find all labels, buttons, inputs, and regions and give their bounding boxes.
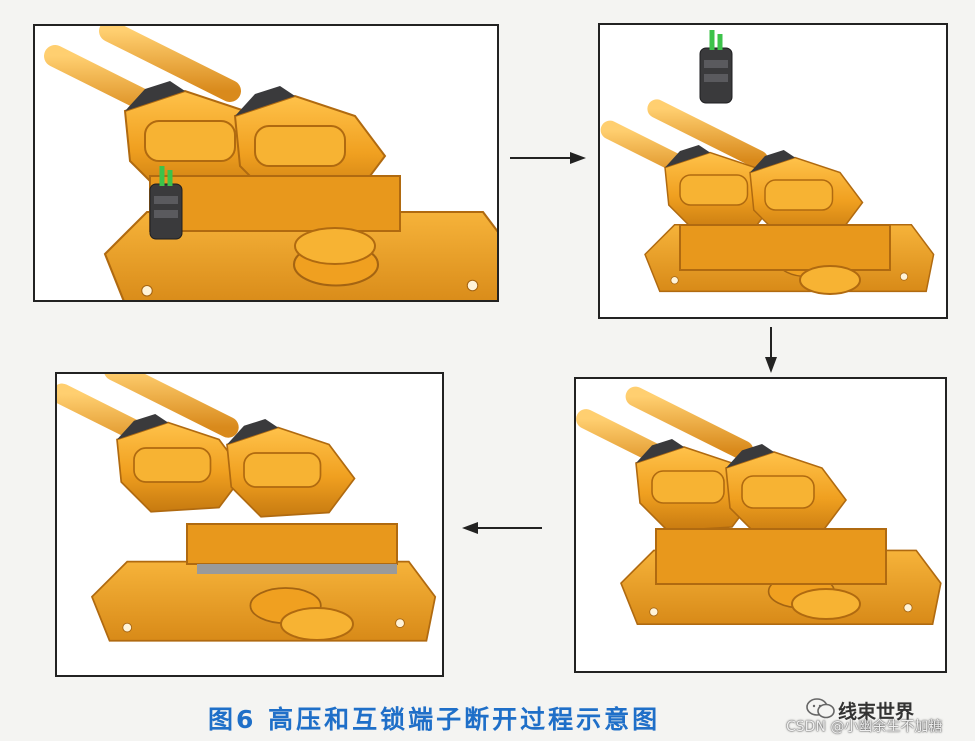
step1-connected-panel <box>33 24 499 302</box>
plug-body <box>186 523 398 565</box>
interlock-plug <box>700 30 732 103</box>
wechat-icon <box>806 698 835 719</box>
hv-plug-right <box>725 443 847 537</box>
brand-name: 线束世界 <box>838 701 915 723</box>
step3-lifting-panel <box>574 377 947 673</box>
housing-boss <box>294 227 376 265</box>
csdn-watermark: CSDN @小幽余生不加糖 <box>786 719 943 735</box>
step1-connector-illustration <box>35 26 497 300</box>
step2-connector-illustration <box>600 25 935 295</box>
figure-caption: 图6 高压和互锁端子断开过程示意图 <box>208 705 661 734</box>
hv-plug-right <box>749 149 864 237</box>
step4-separated-panel <box>55 372 444 677</box>
arrow-down-icon <box>765 327 777 373</box>
step3-connector-illustration <box>576 379 942 626</box>
hv-plug-right <box>226 418 356 518</box>
separation-gap <box>197 564 397 574</box>
step4-connector-illustration <box>57 374 437 642</box>
housing-boss <box>791 588 861 620</box>
connector-housing <box>679 224 891 271</box>
arrow-left-icon <box>462 522 542 534</box>
housing-boss <box>799 265 861 295</box>
arrow-right-icon <box>510 152 586 164</box>
connector-housing <box>655 528 887 585</box>
connector-housing <box>149 175 401 232</box>
step2-interlock-removed-panel <box>598 23 948 319</box>
housing-boss <box>280 607 354 641</box>
